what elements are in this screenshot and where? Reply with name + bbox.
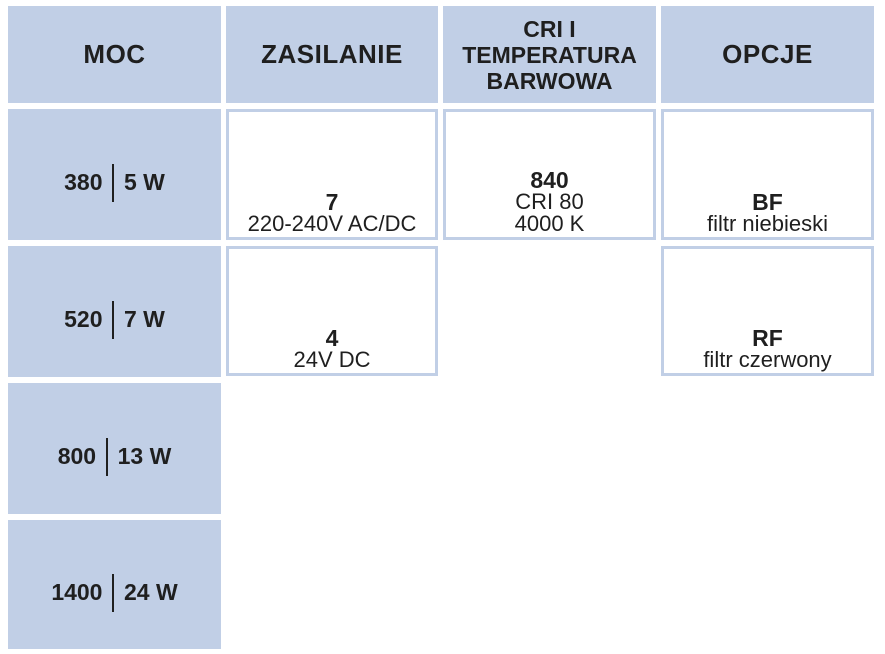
moc-watt: 7 W	[123, 306, 165, 332]
moc-lumen: 1400	[51, 579, 103, 605]
zasilanie-option-4: 4 24V DC	[226, 246, 438, 376]
moc-divider	[106, 437, 108, 476]
moc-divider	[112, 300, 114, 339]
moc-divider	[112, 163, 114, 202]
moc-lumen: 380	[64, 169, 103, 195]
header-opcje-label: OPCJE	[722, 39, 813, 69]
header-cri-line2: TEMPERATURA	[462, 41, 637, 68]
header-zasilanie-label: ZASILANIE	[261, 39, 403, 69]
option-code: RF	[752, 325, 783, 351]
option-cri: CRI 80	[515, 189, 584, 214]
option-desc: 24V DC	[293, 347, 371, 372]
header-opcje: OPCJE	[661, 6, 874, 103]
option-code: 4	[325, 325, 339, 351]
option-temperature: 4000 K	[514, 211, 585, 236]
opcje-option-rf: RF filtr czerwony	[661, 246, 874, 376]
option-desc: filtr czerwony	[703, 347, 832, 372]
moc-watt: 13 W	[117, 443, 172, 469]
header-cri-temperatura: CRI I TEMPERATURA BARWOWA	[443, 6, 656, 103]
option-code: 7	[325, 189, 339, 215]
moc-row-800: 800 13 W	[8, 383, 221, 514]
moc-lumen: 800	[57, 443, 97, 469]
option-code: 840	[530, 167, 569, 193]
moc-divider	[112, 573, 114, 612]
option-desc: filtr niebieski	[706, 211, 829, 236]
cri-option-840: 840 CRI 80 4000 K	[443, 109, 656, 240]
moc-row-380: 380 5 W	[8, 109, 221, 240]
option-desc: 220-240V AC/DC	[247, 211, 417, 236]
moc-lumen: 520	[64, 306, 103, 332]
moc-row-520: 520 7 W	[8, 246, 221, 377]
header-moc: MOC	[8, 6, 221, 103]
moc-row-1400: 1400 24 W	[8, 520, 221, 649]
option-code: BF	[752, 189, 783, 215]
moc-watt: 24 W	[123, 579, 178, 605]
header-moc-label: MOC	[83, 39, 146, 69]
zasilanie-option-7: 7 220-240V AC/DC	[226, 109, 438, 240]
moc-watt: 5 W	[123, 169, 165, 195]
header-cri-line3: BARWOWA	[486, 67, 613, 94]
header-zasilanie: ZASILANIE	[226, 6, 438, 103]
opcje-option-bf: BF filtr niebieski	[661, 109, 874, 240]
header-cri-line1: CRI I	[523, 15, 576, 42]
